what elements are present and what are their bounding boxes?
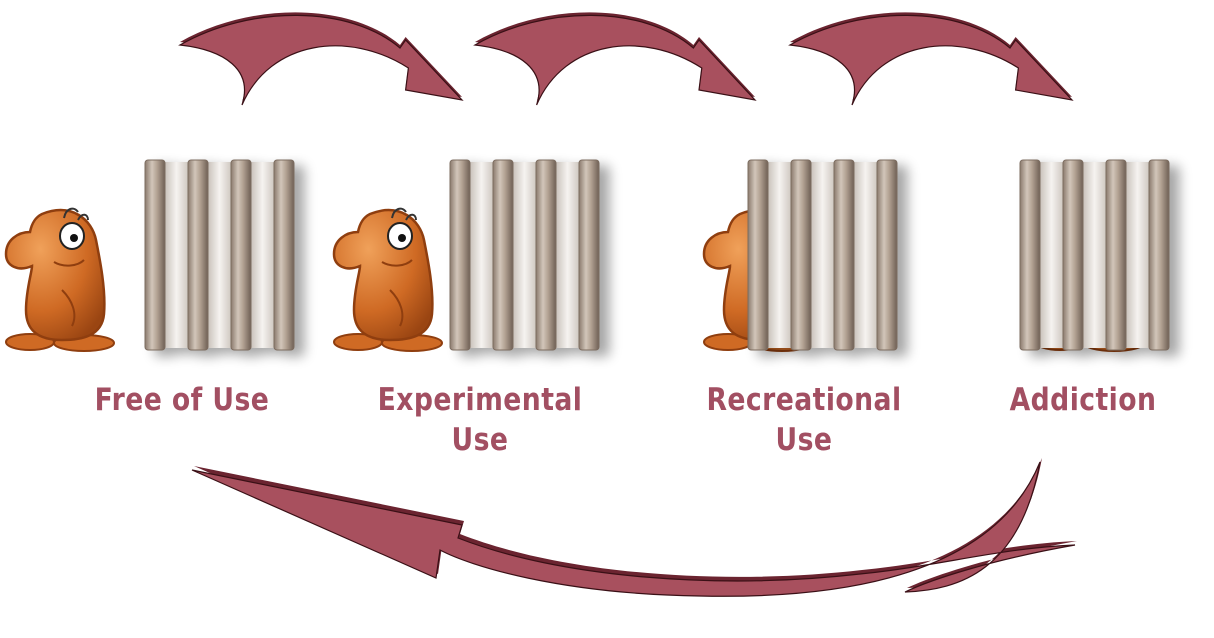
stage-label-line1: Free of Use [94,382,270,418]
stage-4 [1019,159,1170,352]
arrow-stage-4-to-1 [191,458,1077,597]
cage-bars [747,159,898,351]
arrow-stage-3-to-4 [788,12,1074,106]
stage-label-line2: Use [775,422,833,458]
cartoon-character [332,207,443,352]
stage-label-1: Free of Use [70,380,294,420]
cage-bars [144,159,295,351]
cartoon-character [4,207,115,352]
stage-2 [332,159,600,352]
stage-label-4: Addiction [971,380,1195,420]
arrow-stage-2-to-3 [473,12,757,106]
cage-bars [1019,159,1170,351]
stage-1 [4,159,295,352]
stage-label-line1: Addiction [1009,382,1157,418]
cage-bars [449,159,600,351]
stage-label-line1: Experimental [377,382,583,418]
arrow-stage-1-to-2 [178,12,464,106]
stage-label-line2: Use [451,422,509,458]
stage-label-line1: Recreational [706,382,902,418]
stage-3 [702,159,898,352]
